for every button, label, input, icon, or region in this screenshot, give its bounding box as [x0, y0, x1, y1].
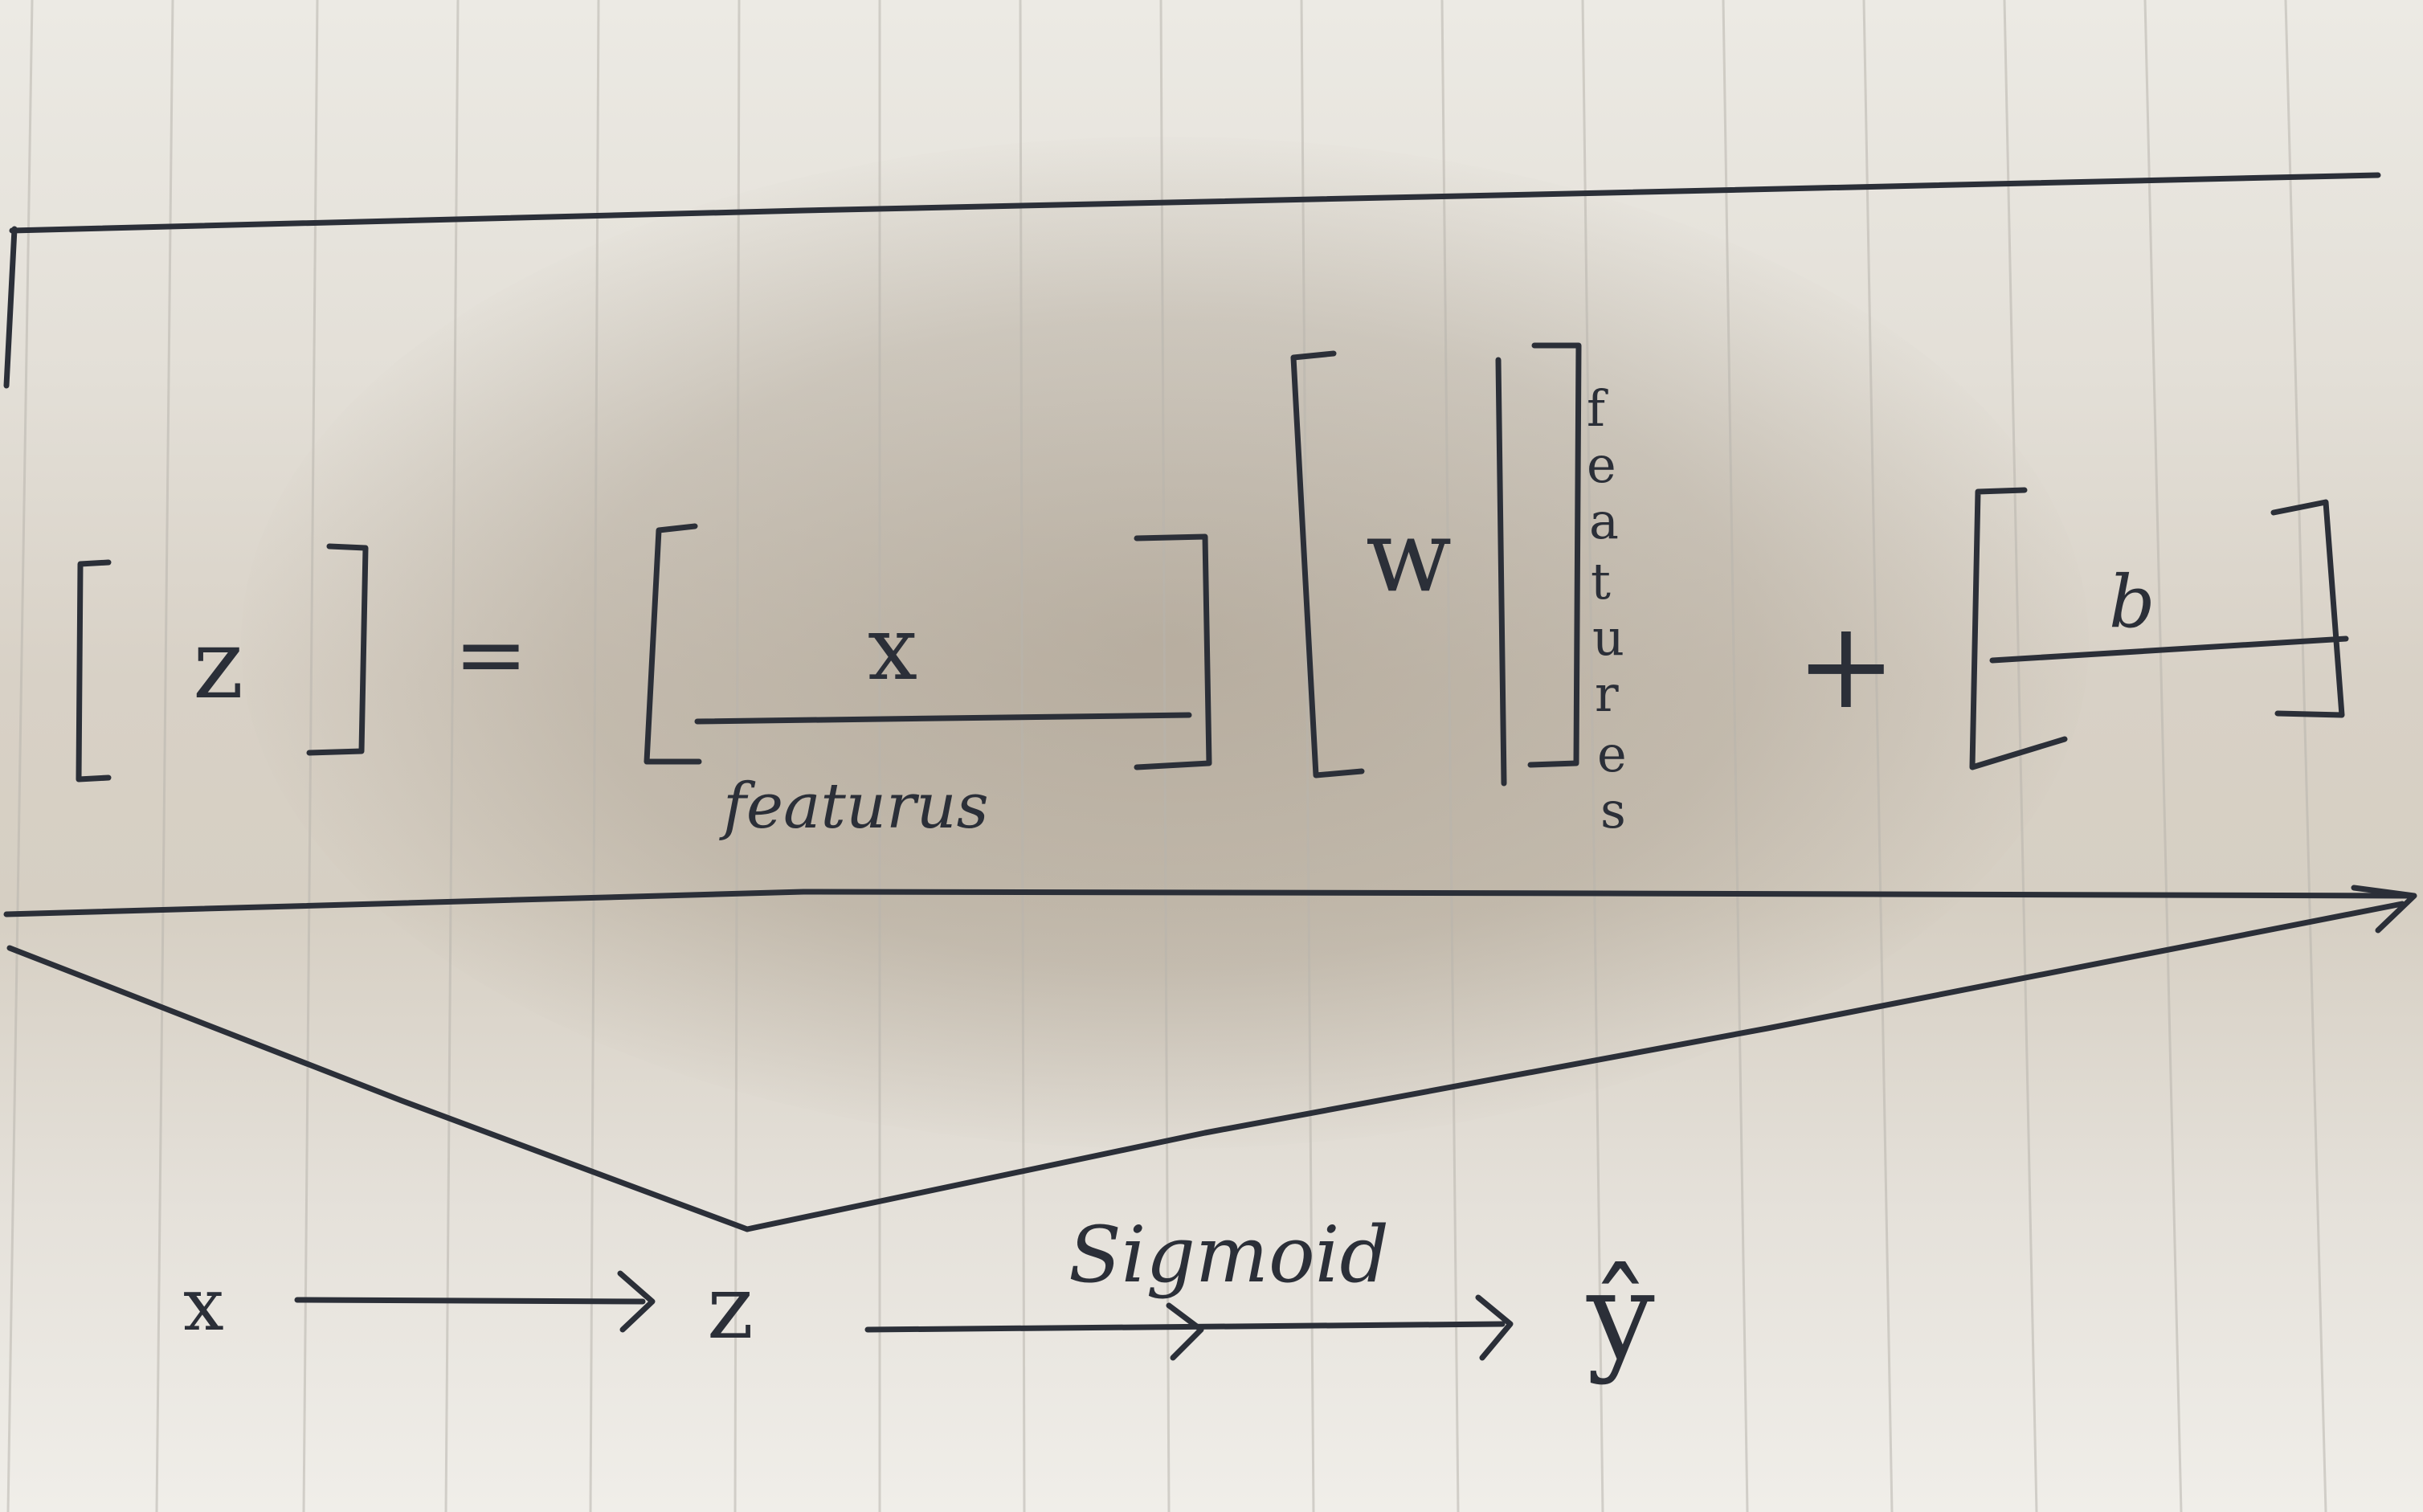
w-left-bracket	[1290, 350, 1365, 778]
flow-input-symbol: x	[183, 1263, 224, 1347]
w-symbol: w	[1366, 498, 1452, 615]
box-left-line	[3, 226, 18, 389]
flow-z-symbol: z	[707, 1256, 754, 1359]
b-left-bracket	[1969, 487, 2068, 770]
arrow-z-to-yhat-mid-head	[1166, 1302, 1204, 1361]
w-features-letter: u	[1592, 608, 1624, 667]
callout-right-line	[744, 901, 2405, 1232]
flow-output-symbol: ŷ	[1586, 1247, 1655, 1387]
arrow-x-to-z-head	[617, 1270, 656, 1333]
w-features-letter: r	[1595, 664, 1619, 723]
w-column-line	[1495, 357, 1507, 787]
equals-sign: =	[454, 603, 528, 705]
x-features-label: featurus	[719, 770, 989, 843]
z-right-bracket	[306, 543, 369, 756]
plus-sign: +	[1796, 596, 1897, 736]
w-features-vertical-label: f e a t u r e s	[1587, 379, 1627, 840]
z-left-bracket	[76, 559, 112, 783]
callout-left-line	[6, 945, 750, 1232]
x-symbol: x	[868, 597, 917, 700]
box-top-line	[9, 172, 2381, 234]
w-features-letter: s	[1600, 781, 1626, 840]
w-features-letter: e	[1587, 435, 1616, 494]
sigmoid-label: Sigmoid	[1068, 1210, 1389, 1300]
arrow-z-to-yhat-head	[1475, 1294, 1514, 1361]
arrow-z-to-yhat	[864, 1321, 1506, 1333]
b-underline	[1989, 635, 2349, 664]
w-right-bracket	[1527, 342, 1582, 768]
notebook-rules	[6, 0, 2327, 1512]
b-right-bracket	[2270, 499, 2345, 718]
x-features-underline	[694, 712, 1192, 725]
b-symbol: b	[2109, 560, 2155, 644]
w-features-letter: a	[1589, 492, 1619, 550]
box-bottom-line	[3, 889, 2413, 917]
z-symbol: z	[193, 609, 243, 721]
x-right-bracket	[1134, 533, 1212, 770]
w-features-letter: f	[1587, 379, 1608, 438]
x-left-bracket	[644, 523, 702, 765]
w-features-letter: t	[1591, 552, 1611, 611]
arrow-x-to-z	[294, 1297, 646, 1305]
box-bottom-arrowhead	[2351, 885, 2417, 934]
w-features-letter: e	[1597, 725, 1627, 783]
